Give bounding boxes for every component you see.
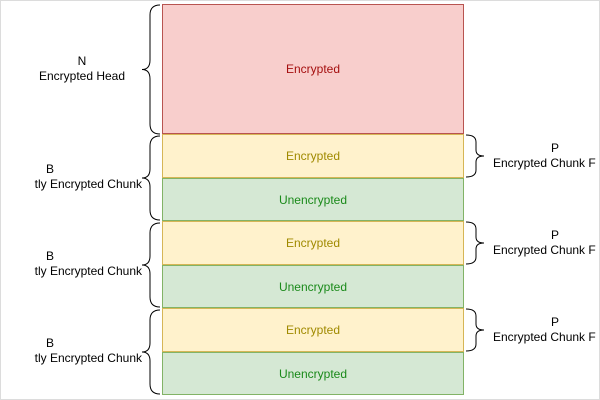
right-brace-chunk1	[465, 134, 485, 178]
chunk2-unencrypted-label: Unencrypted	[278, 279, 348, 294]
chunk3-unencrypted-block: Unencrypted	[162, 352, 464, 395]
chunk1-unencrypted-label: Unencrypted	[278, 192, 348, 207]
left-brace-chunk1	[141, 135, 161, 221]
encrypted-head-block: Encrypted	[162, 4, 464, 134]
chunk1-p-label: P	[551, 141, 560, 155]
chunk3-right-brace-label: P Encrypted Chunk F	[493, 315, 600, 345]
chunk1-encrypted-block: Encrypted	[162, 134, 464, 178]
head-text-label: Encrypted Head	[38, 69, 126, 83]
chunk2-b-label: B	[45, 249, 54, 263]
chunk1-left-brace-label: B tly Encrypted Chunk	[0, 162, 142, 192]
chunk3-left-text: tly Encrypted Chunk	[34, 351, 142, 365]
chunk2-right-text: Encrypted Chunk F	[493, 243, 596, 257]
head-brace-label: N Encrypted Head	[22, 54, 142, 84]
left-brace-chunk3	[141, 309, 161, 395]
chunk1-right-brace-label: P Encrypted Chunk F	[493, 141, 600, 171]
chunk3-b-label: B	[45, 336, 54, 350]
chunk3-right-text: Encrypted Chunk F	[493, 330, 596, 344]
right-brace-chunk2	[465, 221, 485, 265]
chunk2-encrypted-block: Encrypted	[162, 221, 464, 265]
encrypted-head-label: Encrypted	[285, 62, 341, 76]
chunk2-right-brace-label: P Encrypted Chunk F	[493, 228, 600, 258]
chunk1-b-label: B	[45, 162, 54, 176]
chunk2-left-text: tly Encrypted Chunk	[34, 264, 142, 278]
chunk1-unencrypted-block: Unencrypted	[162, 178, 464, 221]
chunk2-p-label: P	[551, 228, 560, 242]
chunk1-right-text: Encrypted Chunk F	[493, 156, 596, 170]
chunk3-encrypted-label: Encrypted	[285, 323, 341, 337]
chunk2-left-brace-label: B tly Encrypted Chunk	[0, 249, 142, 279]
head-n-label: N	[77, 54, 87, 68]
chunk3-p-label: P	[551, 315, 560, 329]
left-brace-head	[141, 4, 161, 135]
chunk3-left-brace-label: B tly Encrypted Chunk	[0, 336, 142, 366]
right-brace-chunk3	[465, 308, 485, 352]
chunk3-unencrypted-label: Unencrypted	[278, 366, 348, 381]
chunk1-left-text: tly Encrypted Chunk	[34, 177, 142, 191]
chunk3-encrypted-block: Encrypted	[162, 308, 464, 352]
chunk2-encrypted-label: Encrypted	[285, 236, 341, 250]
left-brace-chunk2	[141, 222, 161, 308]
chunk2-unencrypted-block: Unencrypted	[162, 265, 464, 308]
chunk1-encrypted-label: Encrypted	[285, 149, 341, 163]
